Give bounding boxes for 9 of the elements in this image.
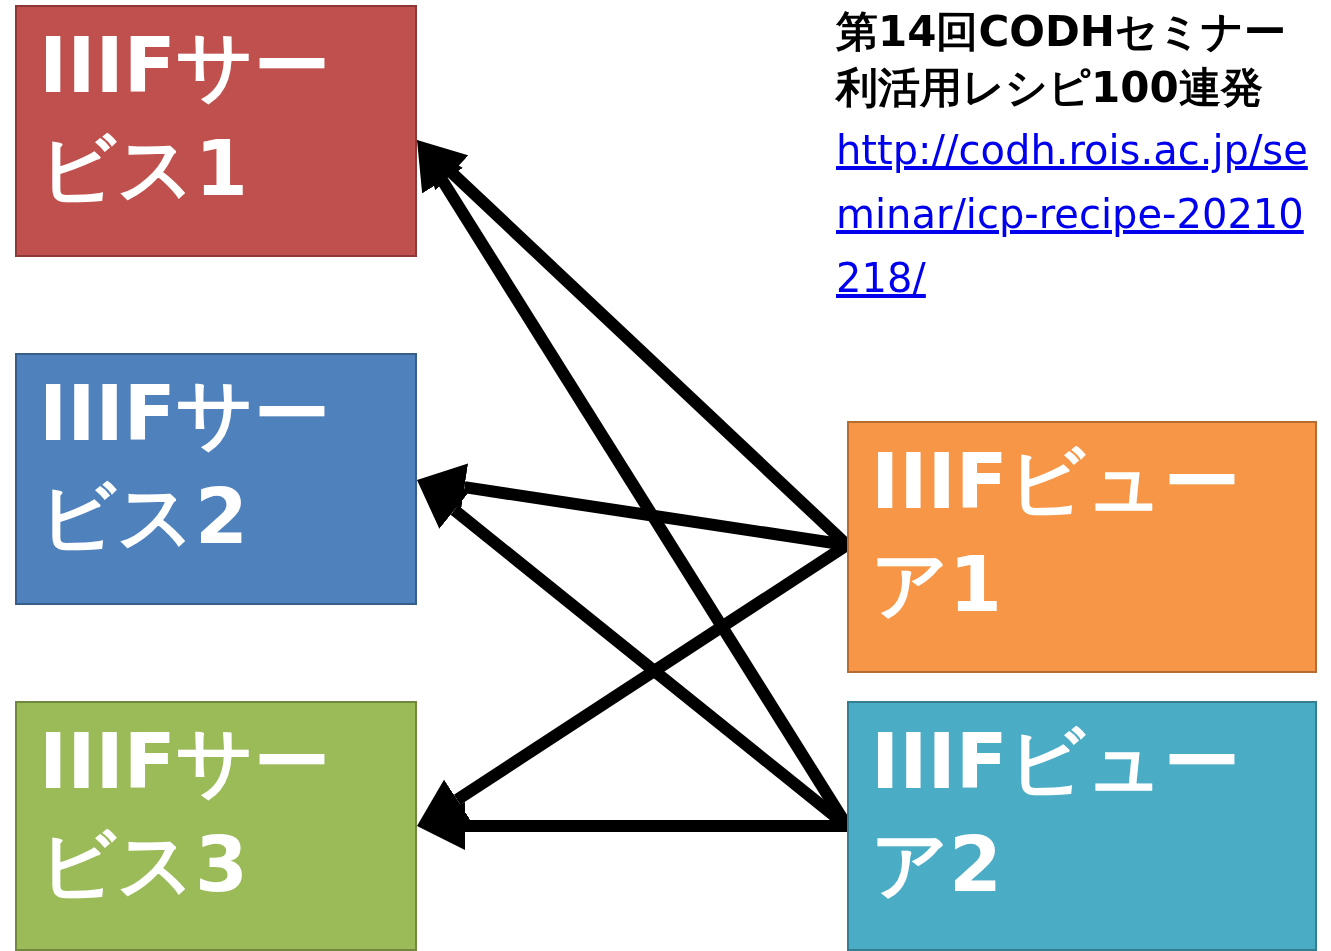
service-box: IIIFサービス1 [15, 5, 417, 257]
arrow [417, 802, 847, 850]
viewer-box: IIIFビューア1 [847, 421, 1317, 673]
heading-text: 第14回CODHセミナー [836, 6, 1287, 58]
url-link: http://codh.rois.ac.jp/seminar/icp-recipe-20210218/ [836, 126, 1309, 303]
service-box: IIIFサービス3 [15, 701, 417, 951]
service-box: IIIFサービス2 [15, 353, 417, 605]
viewer-box: IIIFビューア2 [847, 701, 1317, 951]
heading-text: 利活用レシピ100連発 [836, 62, 1264, 114]
